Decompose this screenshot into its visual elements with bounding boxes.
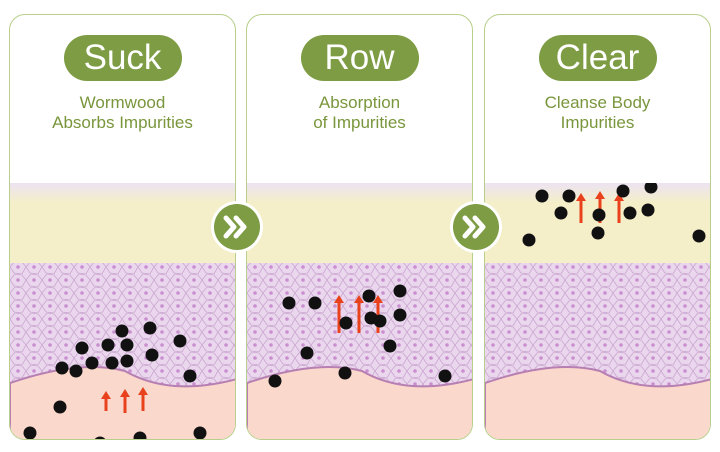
step-caption: Wormwood Absorbs Impurities	[10, 93, 235, 133]
step-title-pill: Clear	[538, 35, 657, 81]
impurity-dot	[85, 356, 99, 370]
step-panel-suck: Suck Wormwood Absorbs Impurities	[9, 14, 236, 440]
epidermis-layer	[10, 203, 235, 263]
impurity-dot	[644, 183, 658, 194]
skin-cross-section-illustration	[485, 183, 710, 439]
arrow-head-icon	[576, 193, 586, 201]
impurity-dot	[145, 348, 159, 362]
step-title-pill: Row	[300, 35, 419, 81]
dermis-layer	[485, 366, 710, 439]
arrow-head-icon	[354, 295, 364, 303]
caption-line-2: Impurities	[560, 113, 635, 132]
dermis-layer	[247, 366, 472, 439]
impurity-dot	[592, 208, 606, 222]
impurity-dot	[55, 361, 69, 375]
impurity-dot	[115, 324, 129, 338]
impurity-dot	[308, 296, 322, 310]
impurity-dot	[616, 184, 630, 198]
impurity-dot	[692, 229, 706, 243]
impurity-dot	[268, 374, 282, 388]
impurity-dot	[373, 314, 387, 328]
chevron-double-right-icon	[214, 204, 260, 250]
arrow-head-icon	[334, 295, 344, 303]
impurity-dot	[438, 369, 452, 383]
impurity-dot	[173, 334, 187, 348]
arrow-head-icon	[138, 387, 148, 395]
chevron-double-right-icon	[453, 204, 499, 250]
impurity-dot	[120, 354, 134, 368]
arrow-head-icon	[101, 391, 111, 399]
skin-cross-section-illustration	[247, 183, 472, 439]
impurity-dot	[591, 226, 605, 240]
impurity-dot	[75, 341, 89, 355]
step-panel-row: Row Absorption of Impurities	[246, 14, 473, 440]
impurity-dot	[522, 233, 536, 247]
caption-line-2: Absorbs Impurities	[52, 113, 193, 132]
arrow-head-icon	[614, 193, 624, 201]
impurity-dot	[641, 203, 655, 217]
skin-cross-section-illustration	[10, 183, 235, 439]
impurity-dot	[133, 431, 147, 439]
epidermis-layer	[247, 203, 472, 263]
step-caption: Absorption of Impurities	[247, 93, 472, 133]
arrow-head-icon	[595, 191, 605, 199]
skin-surface-layer	[247, 183, 472, 203]
caption-line-1: Absorption	[318, 93, 401, 112]
impurity-dot	[562, 189, 576, 203]
caption-line-1: Cleanse Body	[544, 93, 651, 112]
impurity-dot	[339, 316, 353, 330]
impurity-dot	[193, 426, 207, 439]
impurity-dot	[554, 206, 568, 220]
skin-surface-layer	[10, 183, 235, 203]
impurity-dot	[53, 400, 67, 414]
impurity-dot	[535, 189, 549, 203]
step-title-pill: Suck	[63, 35, 182, 81]
impurity-dot	[393, 308, 407, 322]
arrow-head-icon	[373, 295, 383, 303]
dermis-layer	[10, 366, 235, 439]
impurity-dot	[69, 364, 83, 378]
impurity-dot	[94, 436, 106, 439]
step-caption: Cleanse Body Impurities	[485, 93, 710, 133]
arrow-head-icon	[120, 389, 130, 397]
impurity-dot	[23, 426, 37, 439]
impurity-dot	[393, 284, 407, 298]
impurity-dot	[143, 321, 157, 335]
impurity-dot	[623, 206, 637, 220]
impurity-dot	[101, 338, 115, 352]
impurity-dot	[282, 296, 296, 310]
skin-surface-layer	[485, 183, 710, 203]
impurity-dot	[300, 346, 314, 360]
step-panel-clear: Clear Cleanse Body Impurities	[484, 14, 711, 440]
impurity-dot	[120, 338, 134, 352]
impurity-dot	[338, 366, 352, 380]
impurity-dot	[105, 356, 119, 370]
impurity-dot	[362, 289, 376, 303]
impurity-dot	[383, 339, 397, 353]
impurity-dot	[183, 369, 197, 383]
caption-line-2: of Impurities	[313, 113, 406, 132]
caption-line-1: Wormwood	[79, 93, 166, 112]
